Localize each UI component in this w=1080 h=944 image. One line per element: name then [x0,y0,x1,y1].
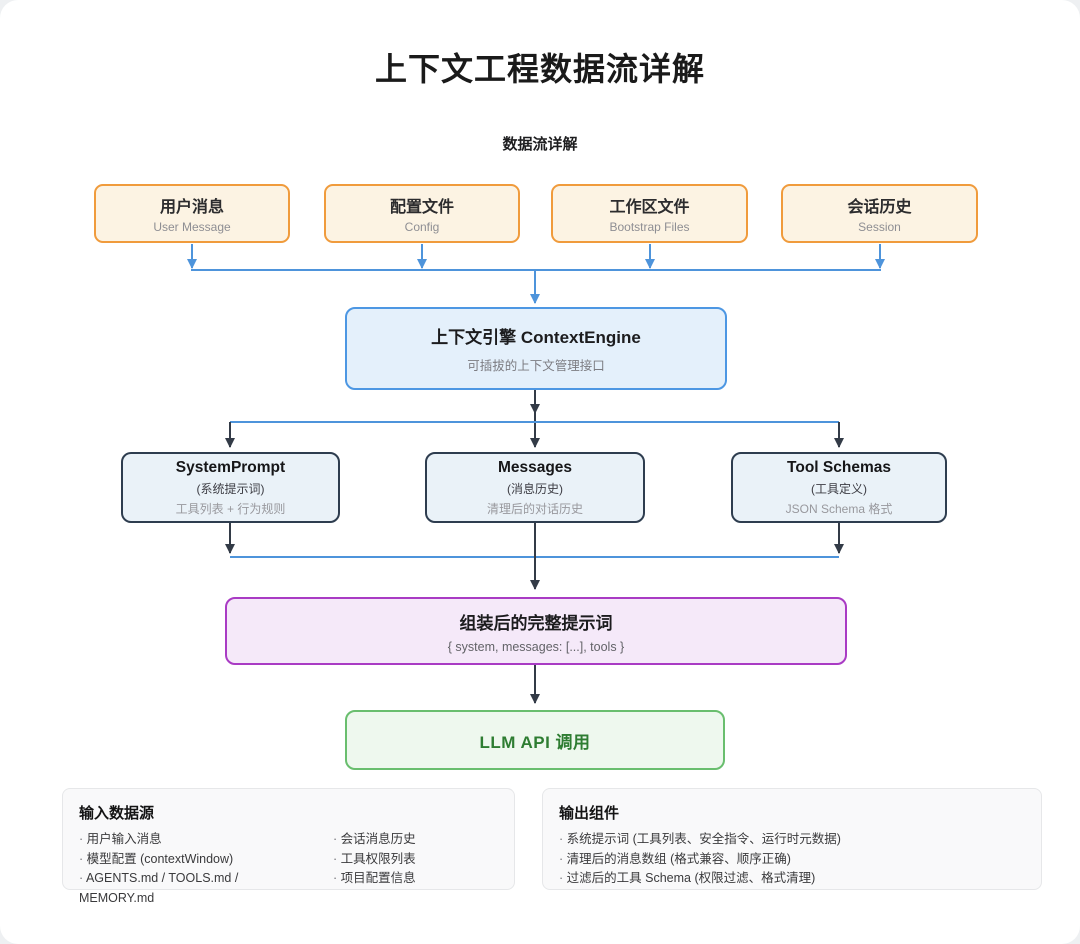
assembled-prompt-title: 组装后的完整提示词 [459,613,613,633]
component-description: 工具列表 + 行为规则 [175,501,286,516]
llm-api-call-label: LLM API 调用 [479,732,591,752]
component-title: Messages [497,458,573,476]
input-panel-column-1: 用户输入消息 模型配置 (contextWindow) AGENTS.md / … [63,830,317,908]
component-box-messages: Messages (消息历史) 清理后的对话历史 [425,452,645,523]
output-components-panel: 输出组件 系统提示词 (工具列表、安全指令、运行时元数据) 清理后的消息数组 (… [542,788,1042,890]
llm-api-call-box: LLM API 调用 [345,710,725,770]
list-item: 用户输入消息 [79,830,317,850]
input-panel-columns: 用户输入消息 模型配置 (contextWindow) AGENTS.md / … [63,830,514,908]
context-engine-box: 上下文引擎 ContextEngine 可插拔的上下文管理接口 [345,307,727,390]
source-subtitle: Config [404,220,440,234]
page-title: 上下文工程数据流详解 [374,51,705,87]
context-engine-title: 上下文引擎 ContextEngine [431,328,641,347]
list-item: 系统提示词 (工具列表、安全指令、运行时元数据) [559,830,1041,850]
assembled-prompt-box: 组装后的完整提示词 { system, messages: [...], too… [225,597,847,665]
list-item: 模型配置 (contextWindow) [79,850,317,870]
component-description: 清理后的对话历史 [486,501,583,516]
output-panel-heading: 输出组件 [559,805,620,822]
input-panel-column-2: 会话消息历史 工具权限列表 项目配置信息 [317,830,416,908]
input-sources-panel: 输入数据源 用户输入消息 模型配置 (contextWindow) AGENTS… [62,788,515,905]
output-panel-list: 系统提示词 (工具列表、安全指令、运行时元数据) 清理后的消息数组 (格式兼容、… [543,830,1041,889]
source-subtitle: Bootstrap Files [609,220,690,234]
source-title: 会话历史 [847,199,912,216]
source-subtitle: User Message [153,220,231,234]
source-box-user-message: 用户消息 User Message [94,184,290,243]
context-engine-subtitle: 可插拔的上下文管理接口 [467,359,605,373]
component-subtitle: (工具定义) [811,481,867,496]
source-title: 用户消息 [159,199,224,216]
list-item: 过滤后的工具 Schema (权限过滤、格式清理) [559,869,1041,889]
source-box-bootstrap-files: 工作区文件 Bootstrap Files [551,184,748,243]
list-item: AGENTS.md / TOOLS.md / MEMORY.md [79,869,317,908]
list-item: 项目配置信息 [333,869,416,889]
assembled-prompt-subtitle: { system, messages: [...], tools } [447,639,625,654]
component-subtitle: (系统提示词) [196,481,265,496]
component-subtitle: (消息历史) [507,481,563,496]
component-title: SystemPrompt [175,458,286,476]
component-box-system-prompt: SystemPrompt (系统提示词) 工具列表 + 行为规则 [121,452,340,523]
list-item: 工具权限列表 [333,850,416,870]
source-box-session: 会话历史 Session [781,184,978,243]
component-box-tool-schemas: Tool Schemas (工具定义) JSON Schema 格式 [731,452,947,523]
component-description: JSON Schema 格式 [785,501,893,516]
list-item: 清理后的消息数组 (格式兼容、顺序正确) [559,850,1041,870]
source-title: 配置文件 [389,199,454,216]
input-panel-heading: 输入数据源 [79,805,155,822]
list-item: 会话消息历史 [333,830,416,850]
source-box-config: 配置文件 Config [324,184,520,243]
diagram-subtitle: 数据流详解 [502,136,578,153]
component-title: Tool Schemas [787,458,891,476]
source-title: 工作区文件 [609,199,690,216]
source-subtitle: Session [858,220,901,234]
